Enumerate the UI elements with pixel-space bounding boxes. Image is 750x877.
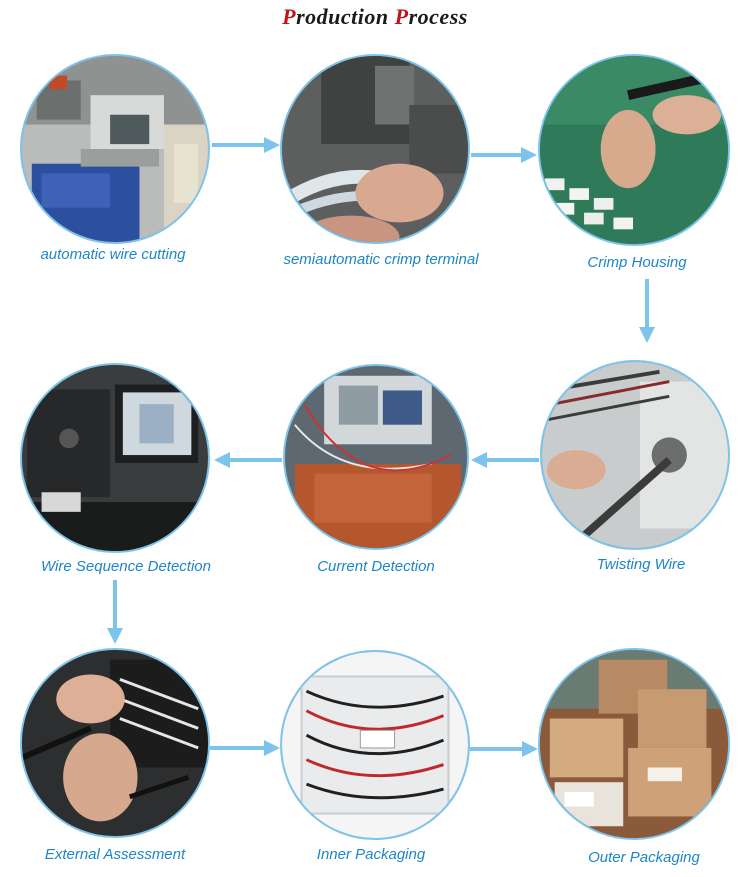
step-photo-inner-packaging [280, 650, 470, 840]
arrow-down-2 [107, 580, 123, 644]
step-photo-wire-sequence-detection [20, 363, 210, 553]
step-label-outer-packaging: Outer Packaging [588, 849, 700, 866]
arrow-right-1 [212, 137, 280, 153]
step-photo-twisting-wire [540, 360, 730, 550]
arrow-left-2 [214, 452, 282, 468]
step-label-crimp-terminal: semiautomatic crimp terminal [283, 251, 479, 268]
step-label-current-detection: Current Detection [317, 558, 435, 575]
arrow-right-3 [210, 740, 280, 756]
title-cap-1: P [282, 4, 297, 29]
step-photo-wire-cutting [20, 54, 210, 244]
step-photo-outer-packaging [538, 648, 730, 840]
step-label-external-assessment: External Assessment [44, 846, 186, 863]
step-photo-external-assessment [20, 648, 210, 838]
step-label-crimp-housing: Crimp Housing [587, 254, 687, 271]
arrow-right-2 [471, 147, 537, 163]
title-rest-2: rocess [408, 4, 468, 29]
title-rest-1: roduction [296, 4, 395, 29]
step-label-wire-cutting: automatic wire cutting [40, 246, 186, 263]
step-photo-crimp-housing [538, 54, 730, 246]
page-title: Production Process [0, 4, 750, 30]
step-label-twisting-wire: Twisting Wire [596, 556, 686, 573]
arrow-down-1 [639, 279, 655, 343]
title-cap-2: P [394, 4, 409, 29]
arrow-right-4 [470, 741, 538, 757]
step-photo-crimp-terminal [280, 54, 470, 244]
arrow-left-1 [471, 452, 539, 468]
step-label-wire-sequence-detection: Wire Sequence Detection [41, 558, 211, 575]
step-photo-current-detection [283, 364, 469, 550]
step-label-inner-packaging: Inner Packaging [316, 846, 426, 863]
